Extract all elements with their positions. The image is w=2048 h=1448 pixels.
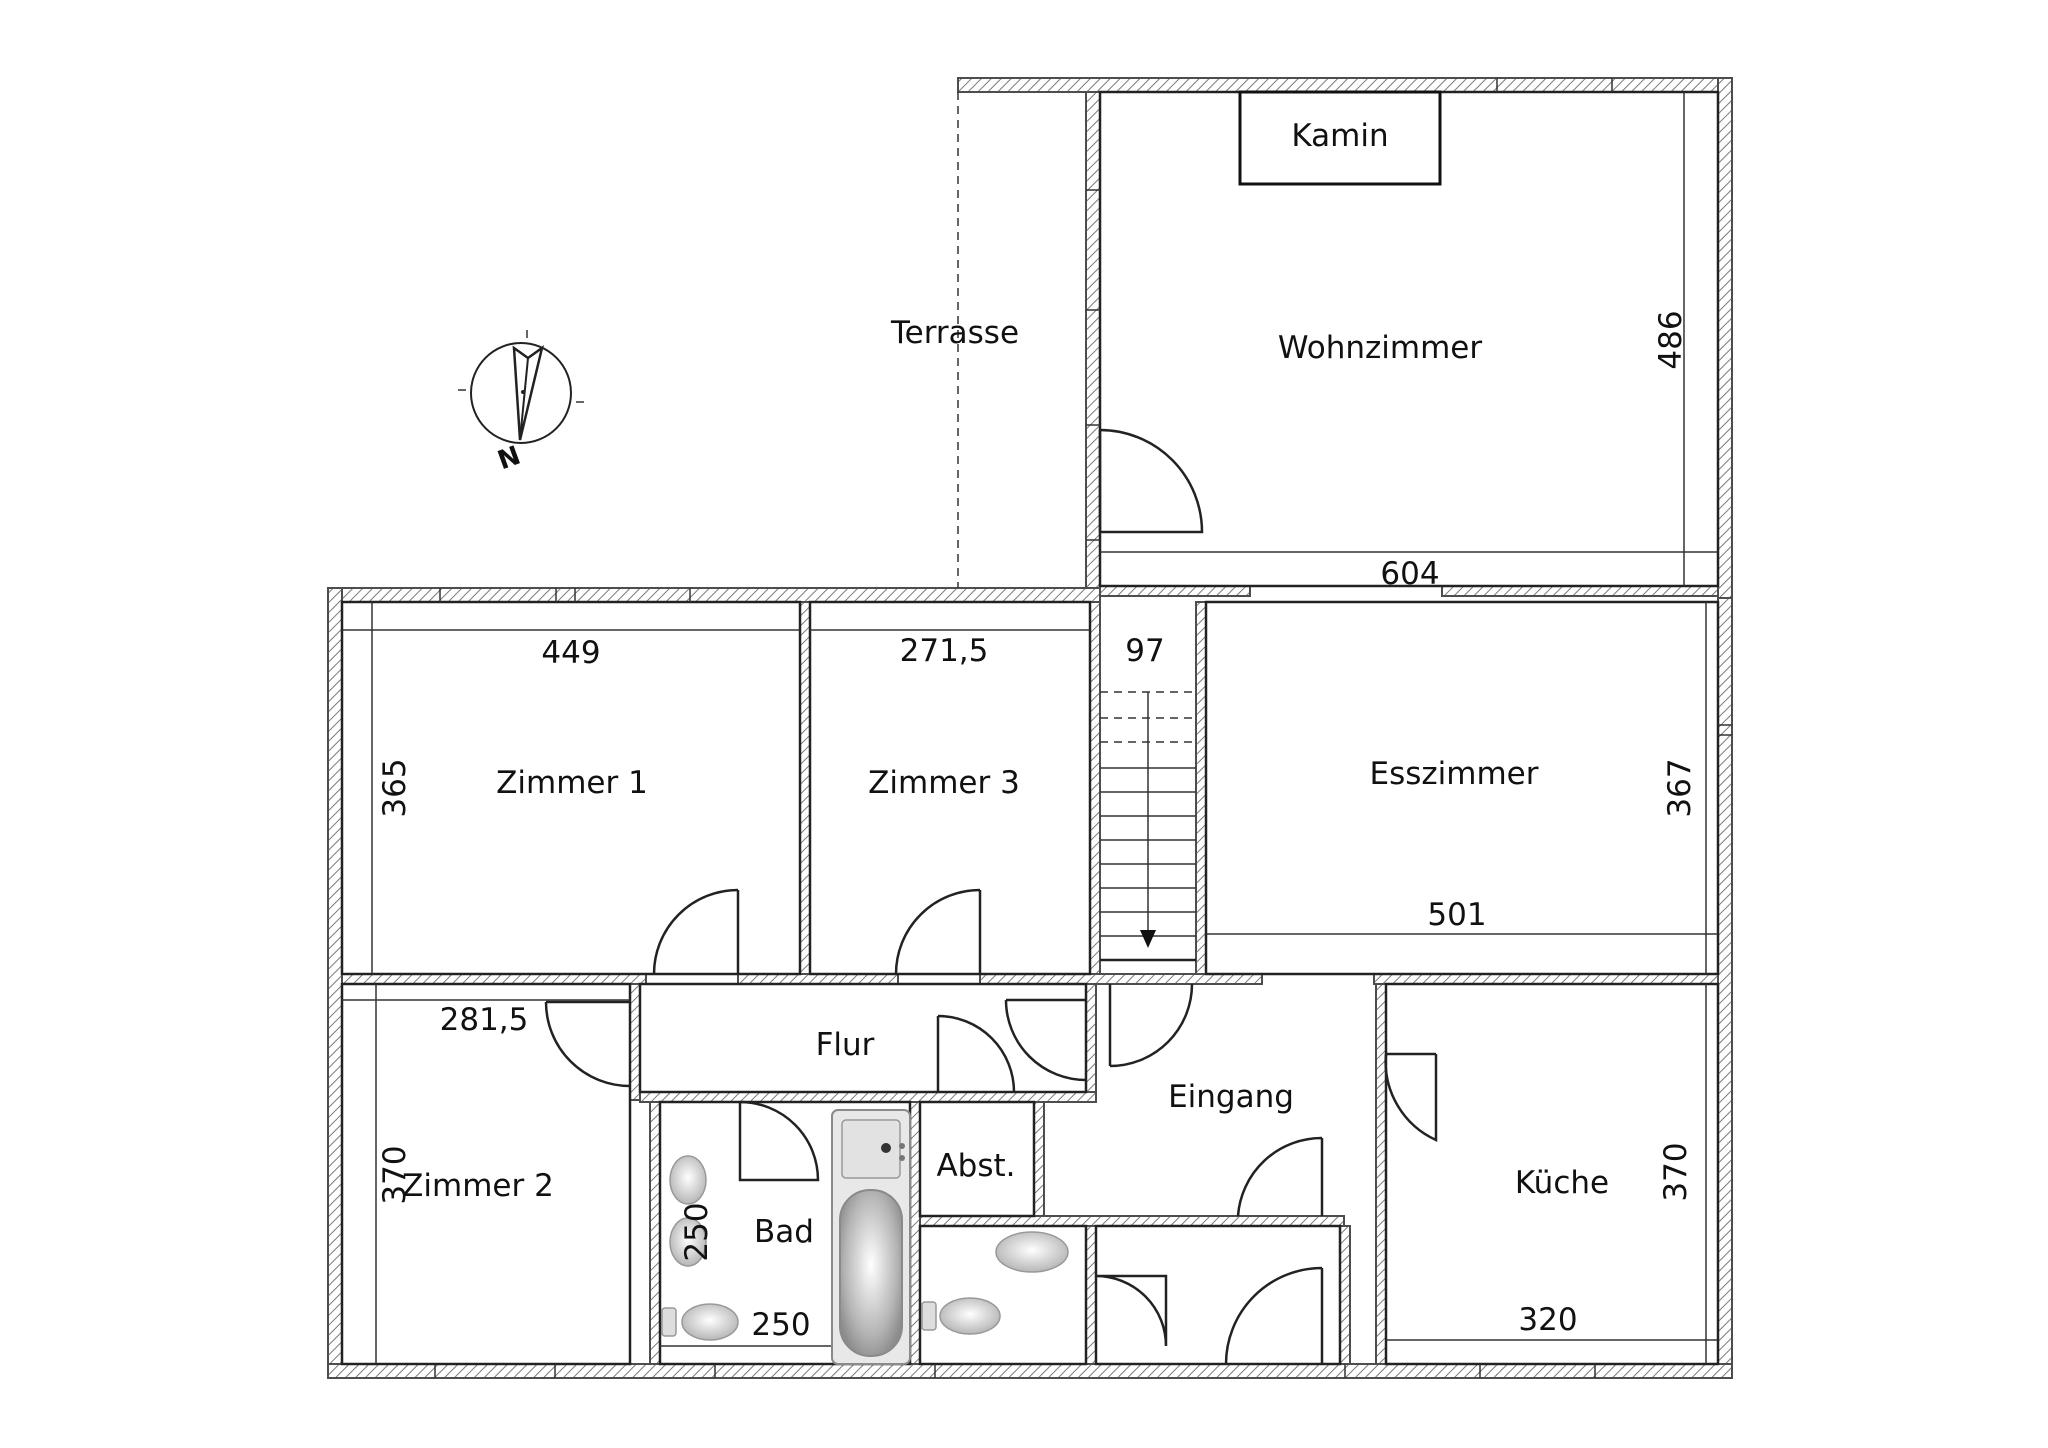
bidet-icon xyxy=(669,1217,707,1267)
door-eingang-top[interactable] xyxy=(1108,983,1194,1068)
label-zimmer3: Zimmer 3 xyxy=(868,765,1020,801)
dim-bad-height: 250 xyxy=(679,1202,715,1261)
wall-flur-bottom xyxy=(639,1091,1097,1103)
wall-wohnzimmer-left xyxy=(1085,91,1101,589)
wall-row-mid-c xyxy=(979,973,1263,985)
wall-kueche-left xyxy=(1375,983,1387,1365)
label-bad: Bad xyxy=(754,1214,814,1250)
label-wohnzimmer: Wohnzimmer xyxy=(1278,330,1482,366)
label-kamin: Kamin xyxy=(1291,118,1388,154)
wall-right-lower xyxy=(1717,597,1733,1379)
door-zimmer1[interactable] xyxy=(652,888,740,975)
door-zimmer3[interactable] xyxy=(894,888,982,975)
wall-row-mid-d xyxy=(1373,973,1719,985)
wall-right-upper xyxy=(1717,77,1733,599)
label-zimmer2: Zimmer 2 xyxy=(402,1168,554,1204)
compass-icon xyxy=(458,330,584,444)
wall-row-mid-b xyxy=(737,973,899,985)
compass-north-label: N xyxy=(494,441,525,477)
label-zimmer1: Zimmer 1 xyxy=(496,765,648,801)
dim-zimmer3-width: 271,5 xyxy=(900,633,989,669)
wall-wohn-ess-right xyxy=(1441,585,1719,597)
door-flur-1[interactable] xyxy=(936,1014,1016,1093)
door-zimmer2[interactable] xyxy=(544,1000,631,1088)
kamin-fireplace xyxy=(1238,90,1442,186)
sink-icon xyxy=(669,1155,707,1205)
bad-fixtures xyxy=(661,1109,911,1365)
label-kueche: Küche xyxy=(1515,1165,1609,1201)
door-wohnzimmer[interactable] xyxy=(1098,428,1204,534)
dim-stair-width: 97 xyxy=(1125,633,1164,669)
wc-sink-icon xyxy=(995,1231,1069,1273)
wall-top-lower xyxy=(327,587,1101,603)
wall-z3-stairs xyxy=(1089,601,1101,975)
dim-esszimmer-width: 501 xyxy=(1427,897,1486,933)
toilet-icon xyxy=(681,1303,739,1341)
wall-abst2-right xyxy=(1339,1225,1351,1365)
dim-wohnzimmer-width: 604 xyxy=(1380,556,1439,592)
label-terrasse: Terrasse xyxy=(890,315,1019,351)
door-flur-2[interactable] xyxy=(1004,998,1087,1082)
label-flur: Flur xyxy=(816,1027,875,1063)
stairs xyxy=(1100,691,1196,962)
dimension-labels: 486 604 449 271,5 97 365 367 501 281,5 3… xyxy=(377,310,1698,1343)
door-eingang-main[interactable] xyxy=(1236,1136,1324,1217)
door-kueche[interactable] xyxy=(1384,1052,1438,1142)
wall-bad-left xyxy=(649,1101,661,1365)
door-lower-room[interactable] xyxy=(1224,1266,1324,1365)
door-wc[interactable] xyxy=(1095,1274,1168,1347)
wall-row-mid-a xyxy=(341,973,647,985)
dim-wohnzimmer-height: 486 xyxy=(1653,310,1689,369)
wall-abst-right xyxy=(1033,1101,1045,1221)
wall-z1-z3 xyxy=(799,601,811,975)
doors[interactable] xyxy=(544,428,1438,1365)
label-eingang: Eingang xyxy=(1168,1079,1294,1115)
dim-kueche-width: 320 xyxy=(1518,1302,1577,1338)
wall-flur-right xyxy=(1085,983,1097,1093)
label-abst: Abst. xyxy=(936,1148,1015,1184)
wall-stairs-ess xyxy=(1195,601,1207,975)
dim-zimmer2-width: 281,5 xyxy=(440,1002,529,1038)
wall-wohn-ess-left xyxy=(1099,585,1251,597)
dim-kueche-height: 370 xyxy=(1658,1142,1694,1201)
dim-esszimmer-height: 367 xyxy=(1662,758,1698,817)
dim-zimmer1-width: 449 xyxy=(541,635,600,671)
door-bad[interactable] xyxy=(738,1100,820,1182)
wall-left xyxy=(327,587,343,1379)
dim-bad-width: 250 xyxy=(751,1307,810,1343)
wall-bottom xyxy=(327,1363,1733,1379)
wall-wc-right xyxy=(1085,1225,1097,1365)
dim-zimmer2-height: 370 xyxy=(377,1145,413,1204)
wc-toilet-icon xyxy=(939,1297,1001,1335)
wall-top-upper xyxy=(957,77,1733,93)
dimension-lines xyxy=(342,92,1718,1364)
windows xyxy=(434,78,1732,1378)
room-labels: Kamin Terrasse Wohnzimmer Zimmer 1 Zimme… xyxy=(402,118,1609,1250)
dim-zimmer1-height: 365 xyxy=(377,758,413,817)
wall-bad-right xyxy=(909,1101,921,1365)
wall-flur-left xyxy=(629,983,641,1101)
wall-abst-bottom xyxy=(919,1215,1345,1227)
wc-fixtures xyxy=(921,1231,1069,1335)
label-esszimmer: Esszimmer xyxy=(1370,756,1539,792)
